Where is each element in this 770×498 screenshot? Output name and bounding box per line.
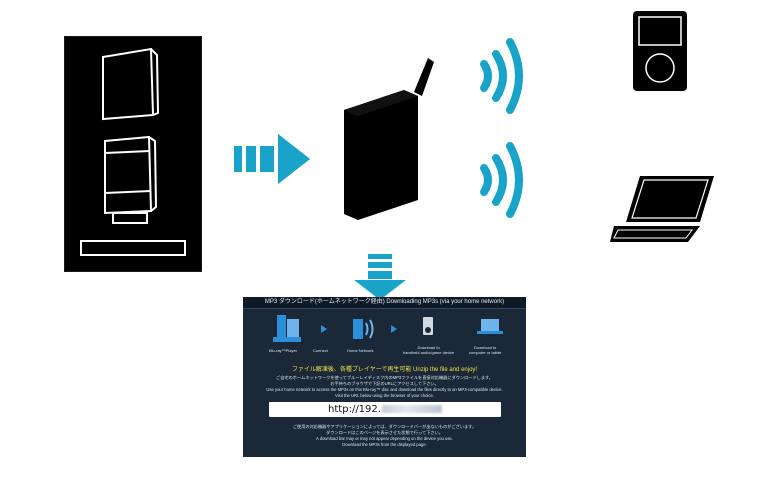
note-ja-2: ダウンロードはこのページを表示させた状態で行って下さい。: [326, 430, 443, 435]
step-label-handheld: Download to handheld audio/game device: [403, 345, 455, 355]
download-instructions-screen: MP3 ダウンロード(ホームネットワーク経由) Downloading MP3s…: [243, 297, 526, 457]
wifi-router-icon: [344, 58, 434, 220]
note-en-2: Download the MP3s from the displayed pag…: [342, 442, 427, 447]
laptop-icon: [610, 176, 714, 242]
steps-icons: [273, 315, 503, 342]
desc-en-1: Use your home network to access the MP3s…: [266, 387, 503, 392]
step-label-player: Blu-ray™Player: [269, 348, 298, 353]
desc-ja-2: お手持ちのブラウザで下記のURLにアクセスして下さい。: [330, 381, 439, 386]
note-ja-1: ご使用の対応機器やアプリケーションによっては、ダウンロードバーが出ないものがござ…: [292, 424, 477, 429]
wifi-waves-icon: [480, 142, 523, 218]
handheld-icon: [423, 317, 433, 335]
arrow-icon: [391, 325, 397, 333]
url-text: http://192.: [328, 404, 381, 415]
step-label-computer: Download to computer or tablet: [469, 345, 502, 355]
desc-en-2: Visit the URL below using the browser of…: [335, 393, 434, 398]
player-icon: [273, 315, 301, 342]
step-label-connect: Connect: [313, 348, 328, 353]
step-label-network: Home Network: [347, 348, 374, 353]
game-console-panel: [64, 36, 202, 272]
laptop-small-icon: [477, 319, 503, 334]
screen-title: MP3 ダウンロード(ホームネットワーク経由) Downloading MP3s…: [243, 297, 526, 309]
url-field[interactable]: http://192.: [269, 402, 501, 417]
note-en-1: A download bar may or may not appear dep…: [316, 436, 453, 441]
arrow-right-icon: [234, 134, 310, 184]
game-console-icon: [80, 47, 186, 256]
tagline: ファイル解凍後、各種プレイヤーで再生可能 Unzip the file and …: [291, 367, 478, 373]
desc-ja-1: ご自宅のホームネットワークを使ってブルーレイディスク内のMP3ファイルを直接対応…: [276, 375, 493, 380]
url-redacted: [381, 405, 442, 413]
router-small-icon: [353, 319, 374, 339]
wifi-waves-icon: [480, 38, 523, 114]
arrow-icon: [321, 325, 327, 333]
media-player-icon: [633, 11, 687, 91]
arrow-down-icon: [354, 254, 406, 300]
